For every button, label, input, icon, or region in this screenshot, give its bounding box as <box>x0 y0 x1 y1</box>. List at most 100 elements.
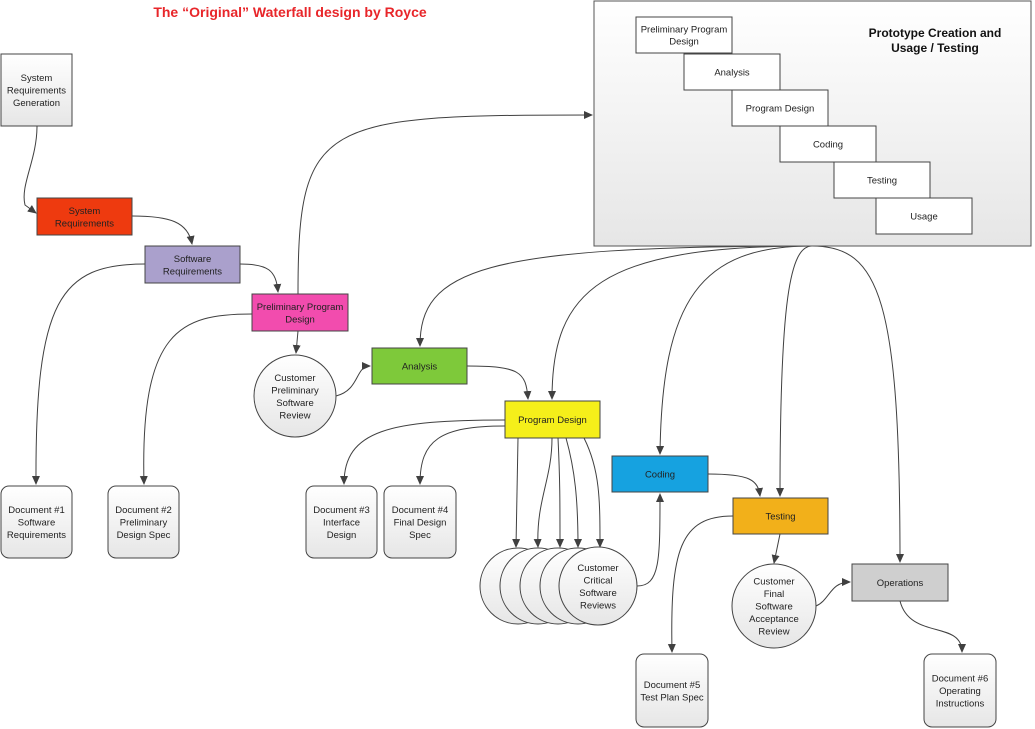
review-circle <box>558 546 638 626</box>
node-coding: Coding <box>611 455 709 493</box>
prototype-step-p3: Program Design <box>731 89 829 127</box>
edge-operations-doc6 <box>899 600 966 653</box>
edge-ccsr-coding <box>636 493 664 587</box>
edge-progdesign-ccsr4 <box>565 437 582 548</box>
prototype-step-label: Usage <box>910 212 937 223</box>
edge-testing-cfsar <box>771 533 781 564</box>
edge-prototype-analysis <box>416 245 813 347</box>
node-label: Operations <box>877 578 924 589</box>
prototype-step-label: Coding <box>813 140 843 151</box>
review-circle <box>253 354 337 438</box>
edge-progdesign-ccsr3 <box>555 437 564 548</box>
edge-progdesign-doc4 <box>416 425 506 485</box>
node-label: Program Design <box>518 415 587 426</box>
edge-ppd-prototype <box>297 111 593 295</box>
edge-coding-testing <box>707 473 763 497</box>
edge-cpsr-analysis <box>335 362 371 397</box>
process-box <box>732 497 829 535</box>
document-box <box>0 485 73 559</box>
edge-sysgen-sysreq <box>23 125 38 214</box>
prototype-step-box <box>779 125 877 163</box>
review-circle <box>731 563 817 649</box>
node-operations: Operations <box>851 563 949 602</box>
process-box <box>611 455 709 493</box>
edge-analysis-progdesign <box>466 365 532 400</box>
edge-cfsar-operations <box>815 578 851 607</box>
edge-prototype-coding <box>656 245 813 455</box>
document-box <box>383 485 457 559</box>
edge-prototype-testing <box>776 245 813 497</box>
document-box <box>635 653 709 728</box>
edge-progdesign-doc3 <box>340 419 506 485</box>
edge-swreq-doc2 <box>139 313 253 485</box>
diagram-title: The “Original” Waterfall design by Royce <box>153 4 427 20</box>
edge-prototype-operations <box>811 245 904 563</box>
prototype-step-p6: Usage <box>875 197 973 235</box>
process-box <box>36 197 133 236</box>
node-label: Analysis <box>402 362 438 373</box>
prototype-step-p4: Coding <box>779 125 877 163</box>
prototype-step-p5: Testing <box>833 161 931 199</box>
node-testing: Testing <box>732 497 829 535</box>
node-analysis: Analysis <box>371 347 468 385</box>
process-box <box>251 293 349 332</box>
prototype-step-label: Analysis <box>714 68 750 79</box>
process-box <box>371 347 468 385</box>
node-progdesign: Program Design <box>504 400 601 439</box>
edge-progdesign-ccsr5 <box>583 437 604 548</box>
edge-progdesign-ccsr1 <box>512 437 521 548</box>
edge-ppd-cpsr <box>292 330 301 354</box>
document-box <box>923 653 997 728</box>
prototype-step-box <box>683 53 781 91</box>
prototype-step-label: Program Design <box>746 104 815 115</box>
edge-swreq-ppd <box>239 263 282 293</box>
edge-testing-doc5 <box>667 515 734 653</box>
process-box <box>144 245 241 284</box>
prototype-step-box <box>635 16 733 54</box>
connector-layer <box>23 111 966 653</box>
edge-prototype-progdesign <box>548 245 813 400</box>
process-box <box>0 53 73 127</box>
prototype-step-box <box>875 197 973 235</box>
edge-sysreq-swreq <box>131 215 195 245</box>
prototype-step-box <box>731 89 829 127</box>
node-label: Coding <box>645 470 675 481</box>
process-box <box>504 400 601 439</box>
document-box <box>305 485 378 559</box>
document-box <box>107 485 180 559</box>
edge-progdesign-ccsr2 <box>533 437 553 548</box>
process-box <box>851 563 949 602</box>
edge-swreq-doc1 <box>31 263 146 485</box>
